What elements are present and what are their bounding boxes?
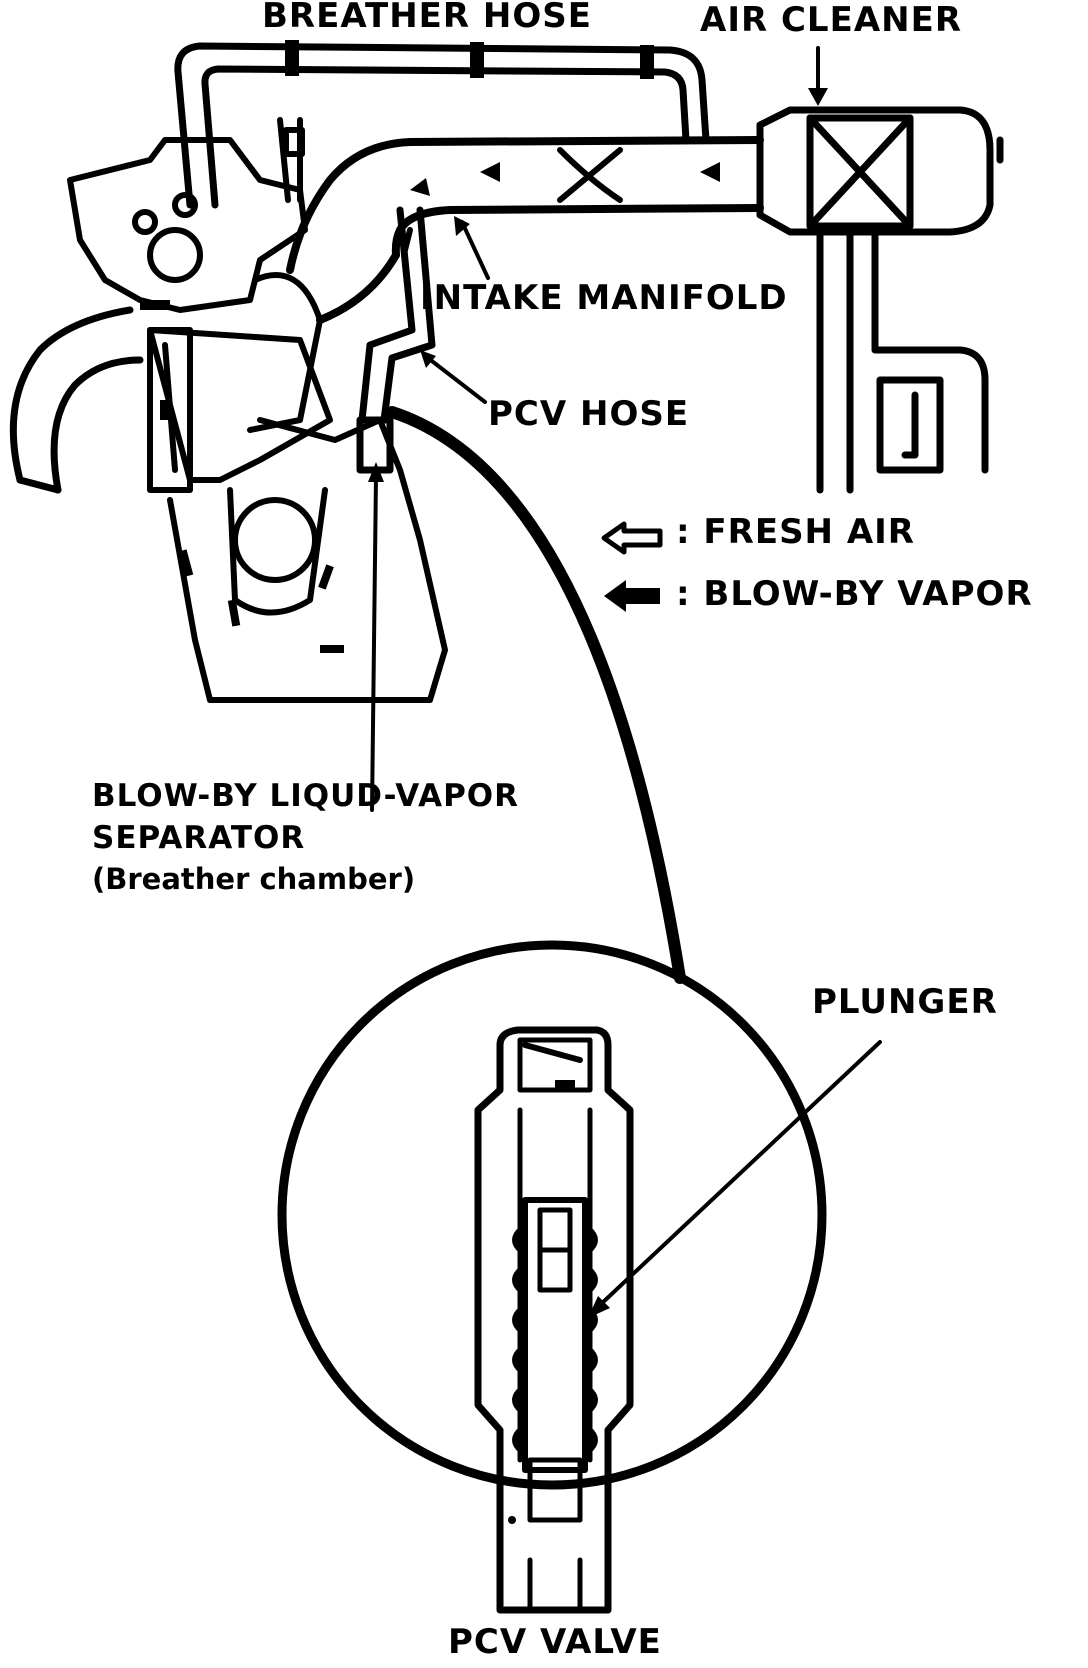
air-cleaner-drawing — [756, 106, 1004, 236]
pcv-hose-label: PCV HOSE — [488, 394, 690, 434]
breather-hose-clamps — [285, 40, 654, 79]
throttle-valve-shape — [557, 147, 623, 203]
leader-arrowheads — [368, 88, 828, 482]
separator-label-line3: (Breather chamber) — [92, 862, 416, 896]
pcv-hose-drawing — [356, 206, 436, 474]
separator-label-line2: SEPARATOR — [92, 820, 306, 856]
plunger-label: PLUNGER — [812, 982, 998, 1022]
engine-block-drawing — [147, 272, 448, 703]
blow-by-vapor-legend-arrow — [604, 580, 660, 612]
detail-callout-curve — [386, 406, 686, 984]
fresh-air-legend-arrow — [601, 521, 663, 555]
exhaust-pipe-drawing — [9, 306, 144, 494]
label-leader-lines — [370, 46, 820, 812]
fresh-air-legend-text: : FRESH AIR — [676, 512, 915, 552]
air-cleaner-label: AIR CLEANER — [700, 0, 962, 40]
intake-duct-arrows — [410, 162, 720, 196]
air-cleaner-inlet-pipe — [816, 228, 989, 494]
pcv-valve-detail — [277, 940, 827, 1614]
crankcase-flow-arrows — [140, 300, 344, 653]
blow-by-vapor-legend-text: : BLOW-BY VAPOR — [676, 574, 1033, 614]
plunger-leader-arrowhead — [588, 1296, 610, 1318]
pcv-hose-arrow-shape — [402, 227, 413, 253]
valve-spring-coils — [512, 1226, 598, 1454]
breather-hose-drawing — [174, 42, 710, 209]
separator-label-line1: BLOW-BY LIQUD-VAPOR — [92, 778, 520, 814]
intake-manifold-label: INTAKE MANIFOLD — [420, 278, 788, 318]
breather-hose-label: BREATHER HOSE — [262, 0, 592, 36]
plunger-leader-line — [598, 1040, 882, 1307]
engine-head-drawing — [67, 117, 308, 313]
pcv-valve-label: PCV VALVE — [448, 1622, 662, 1662]
